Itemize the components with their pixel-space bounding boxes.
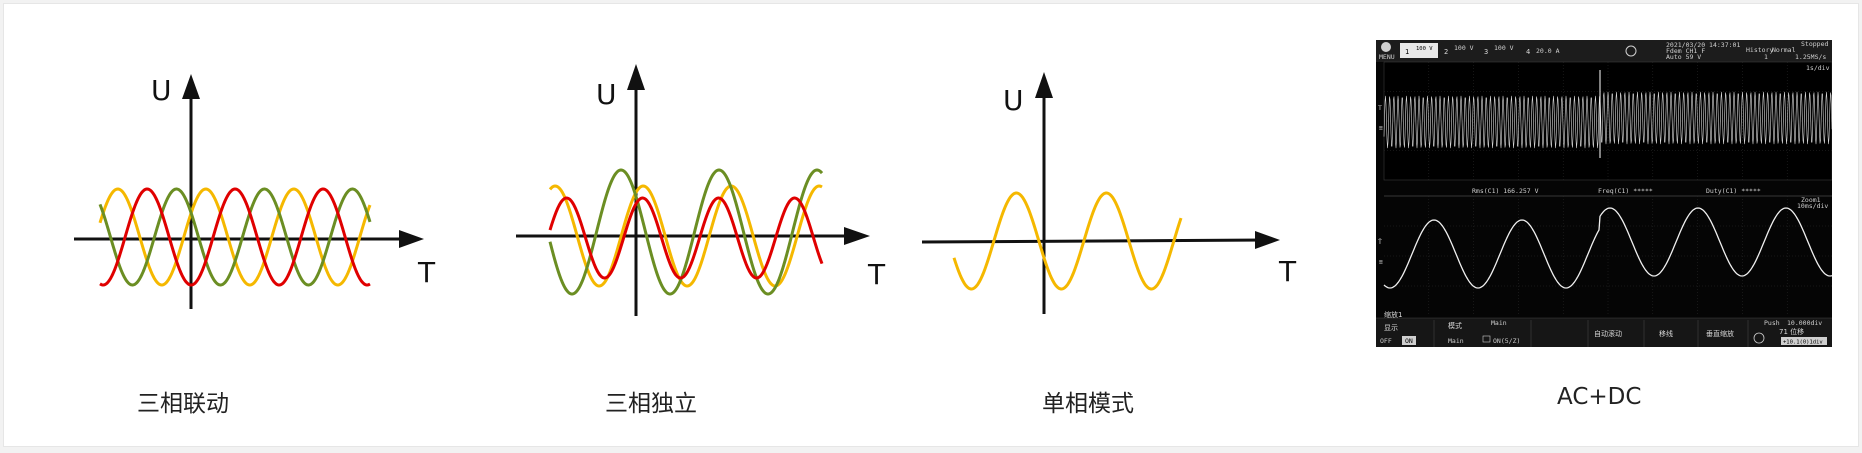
menu-source[interactable]: Main xyxy=(1491,319,1507,327)
phase-b-wave xyxy=(98,187,372,287)
y-axis-label: U xyxy=(1003,84,1024,117)
svg-text:≡: ≡ xyxy=(1379,258,1383,266)
menu-off[interactable]: OFF xyxy=(1380,337,1392,345)
history-value: 1 xyxy=(1764,53,1768,61)
ch1-indicator[interactable] xyxy=(1400,43,1438,58)
oscilloscope-display: MENU 1 100 V 2 100 V 3 100 V 4 20.0 A 20… xyxy=(1376,40,1832,347)
menu-format[interactable]: ON(5/Z) xyxy=(1493,337,1520,345)
svg-text:≡: ≡ xyxy=(1379,124,1383,132)
x-axis-label: T xyxy=(1278,255,1297,288)
phase-c-wave xyxy=(99,187,371,287)
x-axis xyxy=(921,238,1267,244)
sample-rate: 1.25MS/s xyxy=(1795,53,1826,61)
x-axis-arrow xyxy=(399,230,424,248)
panel-three-phase-independent: U T xyxy=(516,64,886,316)
caption-ac-dc: AC+DC xyxy=(1557,384,1642,410)
single-phase-wave xyxy=(952,191,1183,291)
x-axis-label: T xyxy=(417,256,436,289)
waveform-group xyxy=(548,168,824,296)
ch3-scale: 100 V xyxy=(1494,44,1514,52)
caption-single-phase: 单相模式 xyxy=(1042,391,1134,417)
dense-ac-wave xyxy=(1383,91,1832,149)
ch4-scale: 20.0 A xyxy=(1536,47,1560,55)
menu-display[interactable]: 显示 xyxy=(1384,324,1398,332)
caption-three-phase-independent: 三相独立 xyxy=(605,391,697,417)
trigger-line1: Fdem CH1 F xyxy=(1666,47,1705,55)
menu-label[interactable]: MENU xyxy=(1379,53,1395,61)
svg-text:3: 3 xyxy=(1484,48,1488,56)
caption-three-phase-linked: 三相联动 xyxy=(137,391,229,417)
svg-text:Ť: Ť xyxy=(1378,237,1382,246)
phase-c-wave xyxy=(548,196,824,280)
y-axis-label: U xyxy=(151,74,172,107)
timebase-top: 1s/div xyxy=(1806,64,1830,72)
menu-position[interactable]: 移线 xyxy=(1659,329,1673,338)
menu-mode[interactable]: 模式 xyxy=(1448,321,1462,330)
push-button[interactable]: +10.1(0)1div xyxy=(1783,340,1823,346)
overview-waveform xyxy=(1383,70,1832,158)
meas-duty: Duty(C1) ***** xyxy=(1706,187,1761,195)
zoom-search-icon[interactable] xyxy=(1625,45,1637,57)
knob-icon[interactable] xyxy=(1753,332,1765,344)
y-axis-arrow xyxy=(627,64,645,90)
figure-canvas: U T U T U T MENU 1 100 V 2 100 V xyxy=(3,3,1859,447)
menu-main[interactable]: Main xyxy=(1448,337,1464,345)
waveform-group xyxy=(952,191,1183,291)
push-value: 10.000div xyxy=(1787,319,1822,327)
y-axis-arrow xyxy=(1035,72,1053,98)
y-axis-label: U xyxy=(596,78,617,111)
push-label: Push xyxy=(1764,319,1780,327)
menu-icon[interactable] xyxy=(1381,42,1391,52)
ch2-scale: 100 V xyxy=(1454,44,1474,52)
svg-text:2: 2 xyxy=(1444,48,1448,56)
datetime: 2021/03/20 14:37:01 xyxy=(1666,41,1740,49)
menu-vertical[interactable]: 垂直缩放 xyxy=(1706,329,1734,338)
x-axis-label: T xyxy=(867,258,886,291)
x-axis-arrow xyxy=(1255,231,1280,249)
acq-mode: Normal xyxy=(1772,46,1796,54)
oscilloscope-screenshot: MENU 1 100 V 2 100 V 3 100 V 4 20.0 A 20… xyxy=(1376,40,1832,347)
meas-rms: Rms(C1) 166.257 V xyxy=(1472,187,1539,195)
history-label: History xyxy=(1746,46,1773,54)
phase-b-wave xyxy=(548,168,824,296)
zoom-label: Zoom1 xyxy=(1801,196,1821,204)
svg-text:1: 1 xyxy=(1405,48,1409,56)
panel-three-phase-linked: U T xyxy=(74,74,436,309)
panel-single-phase: U T xyxy=(921,72,1297,314)
svg-text:T: T xyxy=(1378,104,1382,112)
menu-on[interactable]: ON xyxy=(1405,337,1413,345)
x-axis-arrow xyxy=(844,227,870,245)
timebase-bottom: 10ms/div xyxy=(1797,202,1828,210)
zoom-waveform xyxy=(1383,207,1832,289)
ac-dc-wave xyxy=(1383,207,1832,289)
push-sub: 71 位移 xyxy=(1779,327,1804,336)
zoom-grid xyxy=(1384,196,1832,316)
run-status: Stopped xyxy=(1801,40,1828,48)
meas-freq: Freq(C1) ***** xyxy=(1598,187,1653,195)
menu-zoom: 缩放1 xyxy=(1384,310,1402,319)
waveform-group xyxy=(98,187,372,287)
menu-auto-scroll[interactable]: 自动滚动 xyxy=(1594,329,1622,338)
y-axis-arrow xyxy=(182,74,200,99)
trigger-line2: Auto 59 V xyxy=(1666,53,1701,61)
ch1-scale: 100 V xyxy=(1416,46,1433,52)
svg-text:4: 4 xyxy=(1526,48,1530,56)
